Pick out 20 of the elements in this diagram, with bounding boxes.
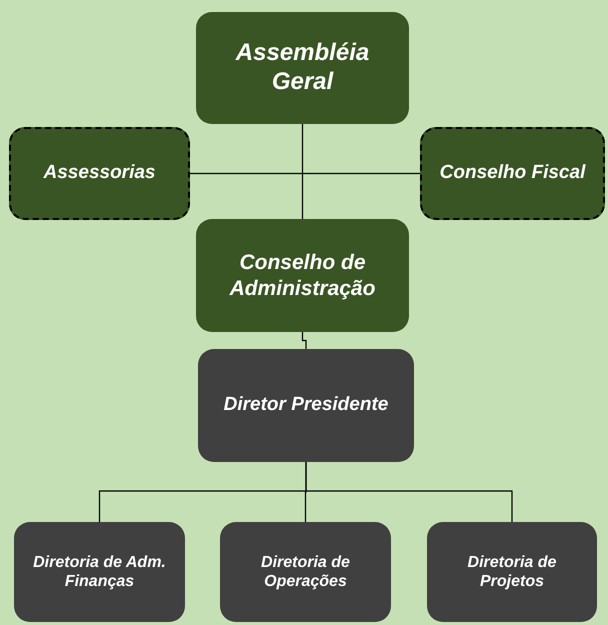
org-box bbox=[196, 12, 409, 124]
box-label: Conselho de Administração bbox=[228, 250, 376, 301]
org-box bbox=[420, 127, 605, 220]
org-box bbox=[427, 522, 597, 622]
org-box bbox=[196, 219, 409, 332]
org-box bbox=[14, 522, 185, 622]
box-label: Diretoria de Operações bbox=[260, 552, 351, 592]
box-label: Assembléia Geral bbox=[234, 39, 370, 97]
connector-line bbox=[305, 462, 513, 522]
connector-line bbox=[190, 172, 420, 174]
box-label: Conselho Fiscal bbox=[440, 162, 586, 185]
box-label: Diretor Presidente bbox=[224, 394, 388, 417]
connector-line bbox=[302, 332, 307, 349]
org-box bbox=[9, 127, 190, 220]
org-box bbox=[220, 522, 391, 622]
box-label: Assessorias bbox=[44, 162, 156, 185]
box-label: Diretoria de Adm. Finanças bbox=[32, 552, 167, 592]
connector-line bbox=[302, 124, 304, 219]
box-label: Diretoria de Projetos bbox=[466, 552, 558, 592]
org-box bbox=[198, 349, 414, 462]
